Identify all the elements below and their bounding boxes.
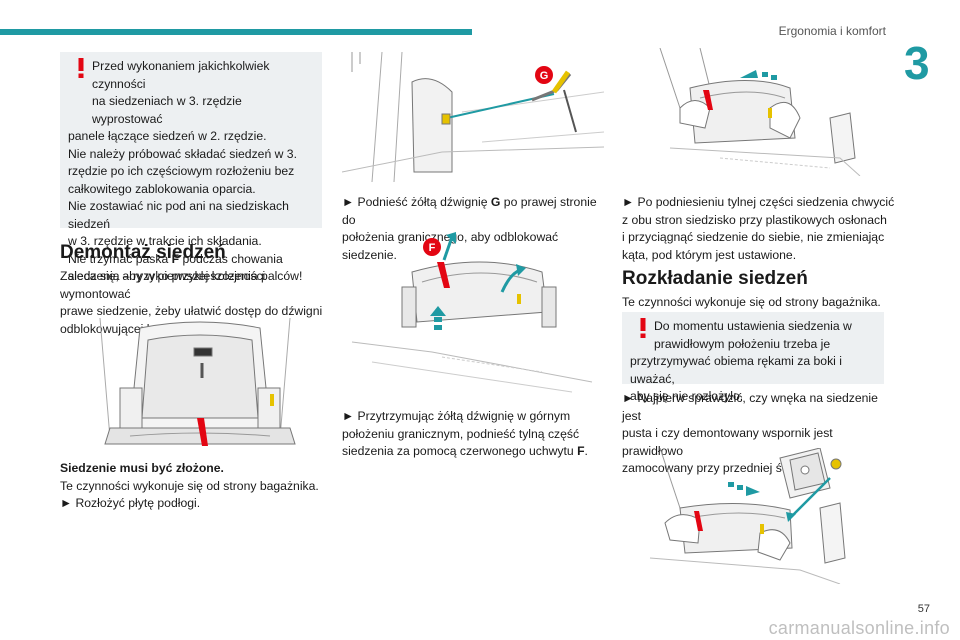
step-check-recess: ► Najpierw sprawdzić, czy wnęka na siedz…: [622, 391, 878, 475]
warning-text: Przed wykonaniem jakichkolwiek czynności…: [68, 59, 303, 283]
step-lift-seat-rear: ► Przytrzymując żółtą dźwignię w górnym …: [342, 409, 588, 458]
seat-unfolding-intro: Te czynności wykonuje się od strony baga…: [622, 295, 881, 309]
exclamation-icon: [78, 58, 84, 78]
insert-seat-illustration: [649, 448, 846, 584]
strap-f-label: F: [429, 242, 436, 254]
heading-seat-unfolding: Rozkładanie siedzeń: [622, 268, 808, 289]
lever-g-label: G: [540, 70, 549, 82]
heading-seat-removal: Demontaż siedzeń: [60, 242, 226, 263]
warning-box-3rd-row: Przed wykonaniem jakichkolwiek czynności…: [60, 52, 322, 283]
section-title: Ergonomia i komfort: [778, 24, 886, 38]
exclamation-icon: [640, 318, 646, 338]
page-number: 57: [917, 603, 930, 615]
step-pull-seat: ► Po podniesieniu tylnej części siedzeni…: [622, 195, 895, 262]
warning-box-hold-seat: Do momentu ustawienia siedzenia w prawid…: [622, 312, 884, 403]
lift-strap-f-illustration: F: [351, 232, 593, 393]
chapter-number: 3: [904, 37, 930, 89]
watermark-text: carmanualsonline.info: [768, 618, 950, 638]
step-raise-lever-g: ► Podnieść żółtą dźwignię G po prawej st…: [342, 195, 597, 262]
header-accent-bar: [0, 29, 472, 35]
warning-text: Do momentu ustawienia siedzenia w prawid…: [630, 319, 852, 403]
folded-seat-illustration: [99, 318, 296, 446]
lever-g-illustration: G: [342, 52, 604, 182]
pull-seat-illustration: [659, 48, 861, 176]
seat-removal-caption: Siedzenie musi być złożone. Te czynności…: [60, 461, 319, 510]
